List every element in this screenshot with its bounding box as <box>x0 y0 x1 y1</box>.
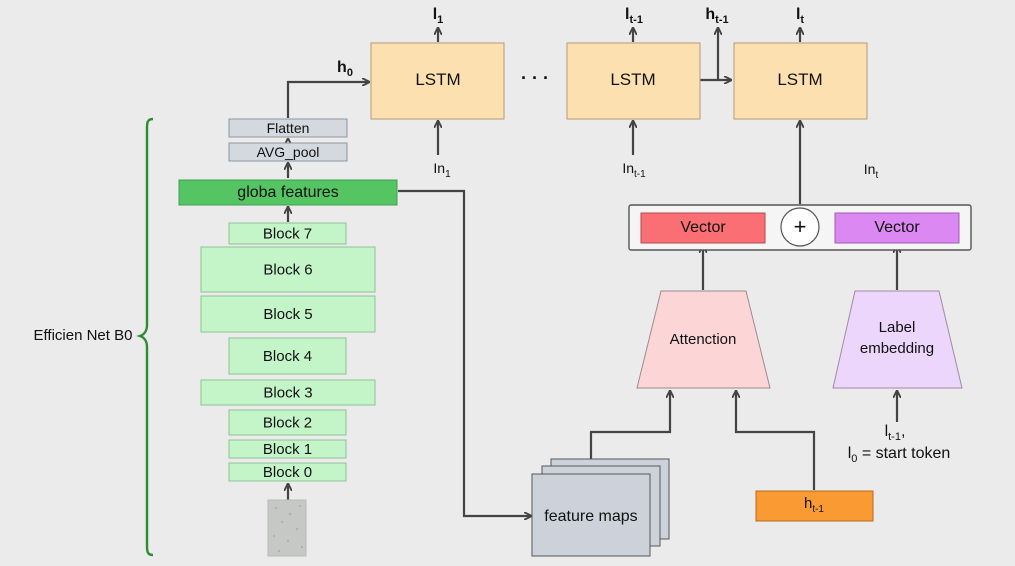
avg-pool-box <box>228 142 348 162</box>
lstm-t-box <box>733 42 868 120</box>
lstm-1-box <box>370 42 505 120</box>
encoder-block-5-box <box>200 295 376 333</box>
attention-label: Attenction <box>670 331 737 348</box>
hidden-state-box <box>755 490 874 522</box>
input-image-texture <box>272 504 304 553</box>
output-ltminus1-label: lt-1 <box>625 6 643 26</box>
encoder-block-1-label: Block 1 <box>263 441 312 458</box>
vector-right-box <box>834 212 960 244</box>
encoder-block-3-box <box>200 379 376 406</box>
flatten-box <box>228 118 348 138</box>
arrow-feature-maps-to-attention <box>589 391 670 474</box>
encoder-block-0-box <box>228 462 347 482</box>
global-features-box <box>178 179 398 206</box>
lstm-tminus1-box <box>566 42 701 120</box>
vector-left-box <box>640 212 766 244</box>
connectors <box>288 28 897 516</box>
feature-maps-label: feature maps <box>544 508 637 525</box>
encoder-block-5-label: Block 5 <box>263 306 312 323</box>
encoder-block-3-label: Block 3 <box>263 385 312 402</box>
token-line1: lt-1, <box>885 423 906 443</box>
arrow-global-to-feature-maps <box>398 189 531 516</box>
ellipsis: · · · <box>521 68 549 88</box>
vector-right-label: Vector <box>874 219 920 236</box>
encoder-blocks: Block 0 Block 1 Block 2 Block 3 Block 4 Block… <box>200 222 376 482</box>
output-lt-label: lt <box>796 6 804 26</box>
encoder-brace <box>136 117 154 557</box>
flatten-label: Flatten <box>267 120 310 136</box>
plus-sign: + <box>794 214 807 239</box>
label-embedding-line1: Label <box>879 319 916 336</box>
output-l1-label: l1 <box>433 6 444 26</box>
lstm-1-label: LSTM <box>415 70 460 89</box>
arrow-flatten-to-lstm1 <box>286 82 369 118</box>
attention-trapezoid <box>636 290 771 389</box>
feature-maps-box <box>531 473 651 557</box>
hidden-state-label: ht-1 <box>804 495 824 515</box>
encoder-block-1-box <box>228 439 347 459</box>
encoder-block-2-label: Block 2 <box>263 415 312 432</box>
encoder-block-6-label: Block 6 <box>263 262 312 279</box>
encoder-block-7-box <box>228 222 347 245</box>
label-embedding-trapezoid <box>832 290 963 389</box>
encoder-block-2-box <box>228 409 347 436</box>
encoder-block-7-label: Block 7 <box>263 226 312 243</box>
token-line2: l0 = start token <box>848 445 951 465</box>
plus-circle <box>780 207 820 247</box>
input-image-thumbnail <box>267 499 307 557</box>
global-features-label: globa features <box>237 184 338 201</box>
encoder-block-0-label: Block 0 <box>263 464 312 481</box>
h-tminus1-top-label: ht-1 <box>705 6 728 26</box>
arrow-hidden-to-attention <box>736 391 816 490</box>
h0-label: h0 <box>337 59 353 79</box>
lstm-t-label: LSTM <box>777 70 822 89</box>
input-int-label: Int <box>864 161 879 181</box>
label-embedding-line2: embedding <box>860 340 934 357</box>
encoder-block-4-box <box>228 337 347 375</box>
encoder-block-6-box <box>200 246 376 293</box>
lstm-tminus1-label: LSTM <box>610 70 655 89</box>
input-in1-label: In1 <box>433 160 451 180</box>
avg-pool-label: AVG_pool <box>257 144 320 160</box>
input-intminus1-label: Int-1 <box>622 160 646 180</box>
encoder-label: Efficien Net B0 <box>34 327 133 344</box>
encoder-block-4-label: Block 4 <box>263 348 312 365</box>
vector-left-label: Vector <box>680 219 726 236</box>
